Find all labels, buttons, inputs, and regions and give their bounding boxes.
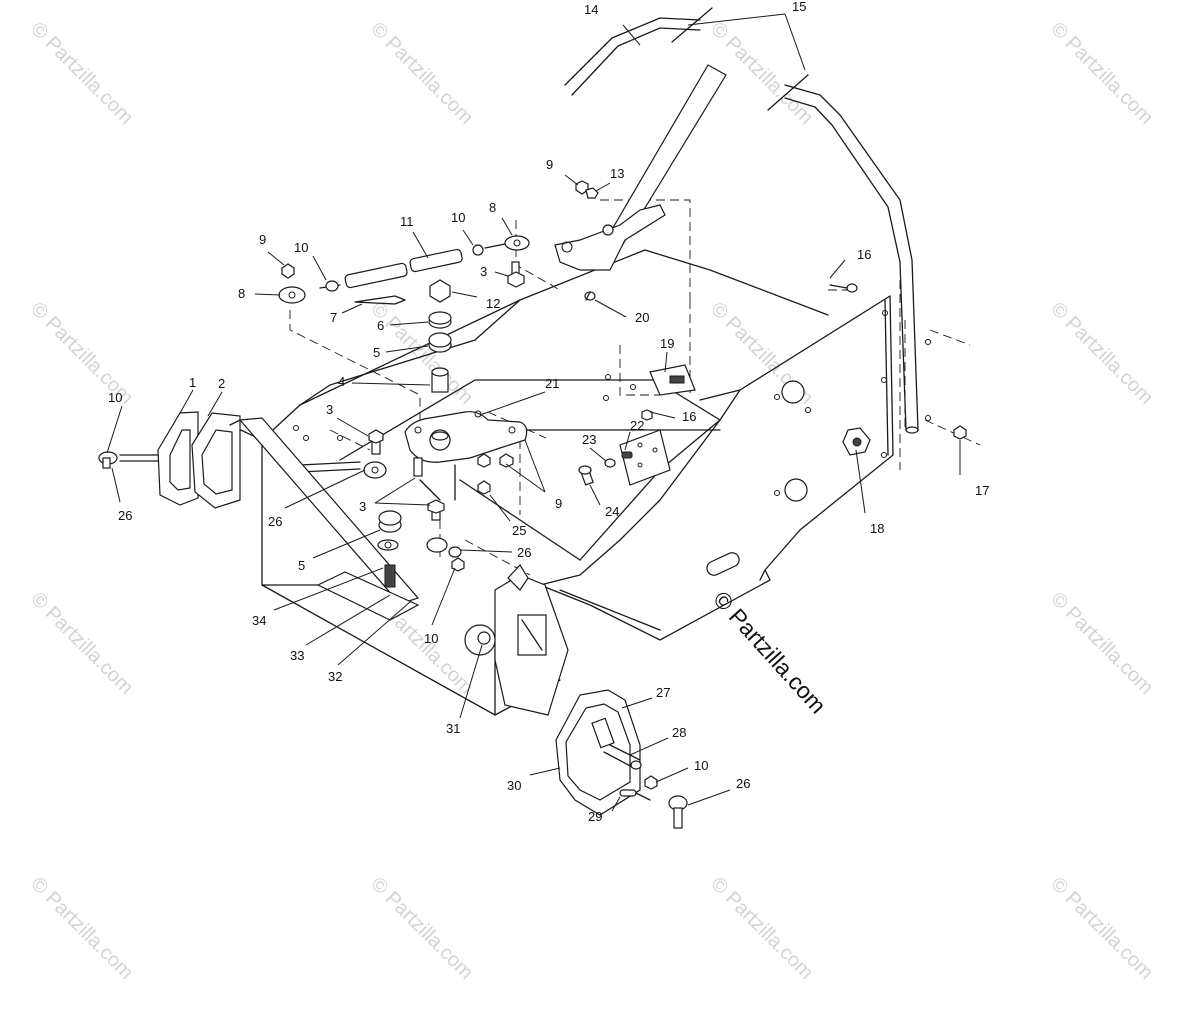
- steering-linkage: [98, 180, 599, 495]
- label-20: 20: [635, 310, 649, 325]
- label-16: 16: [857, 247, 871, 262]
- label-23: 23: [582, 432, 596, 447]
- label-12: 12: [486, 296, 500, 311]
- label-14: 14: [584, 2, 598, 17]
- watermark: © Partzilla.com: [26, 873, 137, 984]
- label-7: 7: [330, 310, 337, 325]
- label-10: 10: [424, 631, 438, 646]
- label-33: 33: [290, 648, 304, 663]
- label-19: 19: [660, 336, 674, 351]
- label-3: 3: [359, 499, 366, 514]
- label-2: 2: [218, 376, 225, 391]
- label-4: 4: [338, 374, 345, 389]
- label-1: 1: [189, 375, 196, 390]
- watermark: © Partzilla.com: [1046, 873, 1157, 984]
- label-24: 24: [605, 504, 619, 519]
- watermark: © Partzilla.com: [366, 298, 477, 409]
- label-13: 13: [610, 166, 624, 181]
- label-8: 8: [238, 286, 245, 301]
- watermark: © Partzilla.com: [366, 873, 477, 984]
- label-28: 28: [672, 725, 686, 740]
- label-15: 15: [792, 0, 806, 14]
- label-5: 5: [298, 558, 305, 573]
- label-26: 26: [517, 545, 531, 560]
- label-9: 9: [555, 496, 562, 511]
- leader-lines: [106, 13, 961, 812]
- label-10: 10: [694, 758, 708, 773]
- label-34: 34: [252, 613, 266, 628]
- label-26: 26: [268, 514, 282, 529]
- watermark: © Partzilla.com: [1046, 298, 1157, 409]
- label-16: 16: [682, 409, 696, 424]
- label-30: 30: [507, 778, 521, 793]
- label-26: 26: [118, 508, 132, 523]
- label-25: 25: [512, 523, 526, 538]
- label-10: 10: [451, 210, 465, 225]
- label-5: 5: [373, 345, 380, 360]
- label-22: 22: [630, 418, 644, 433]
- label-29: 29: [588, 809, 602, 824]
- watermark: © Partzilla.com: [26, 588, 137, 699]
- watermark: © Partzilla.com: [26, 18, 137, 129]
- label-3: 3: [326, 402, 333, 417]
- label-17: 17: [975, 483, 989, 498]
- right-spindle: [464, 564, 688, 829]
- partzilla-watermark: © Partzilla.com: [708, 586, 831, 719]
- right-side-parts: [578, 283, 967, 486]
- label-3: 3: [480, 264, 487, 279]
- label-27: 27: [656, 685, 670, 700]
- watermark: © Partzilla.com: [1046, 18, 1157, 129]
- label-11: 11: [400, 214, 414, 229]
- label-10: 10: [108, 390, 122, 405]
- lower-mounts: [377, 499, 465, 588]
- label-8: 8: [489, 200, 496, 215]
- watermark: © Partzilla.com: [366, 18, 477, 129]
- label-9: 9: [546, 157, 553, 172]
- watermark: © Partzilla.com: [706, 873, 817, 984]
- label-31: 31: [446, 721, 460, 736]
- label-10: 10: [294, 240, 308, 255]
- watermark: © Partzilla.com: [1046, 588, 1157, 699]
- label-18: 18: [870, 521, 884, 536]
- label-26: 26: [736, 776, 750, 791]
- label-9: 9: [259, 232, 266, 247]
- label-6: 6: [377, 318, 384, 333]
- steering-column: [554, 7, 919, 434]
- label-21: 21: [545, 376, 559, 391]
- watermarks: © Partzilla.com © Partzilla.com © Partzi…: [26, 18, 1157, 984]
- label-32: 32: [328, 669, 342, 684]
- callout-labels: 14 15 9 13 8 10 11 9 10 3 8 12 7 20 16 6…: [108, 0, 989, 824]
- left-spindle-plates: [157, 411, 420, 621]
